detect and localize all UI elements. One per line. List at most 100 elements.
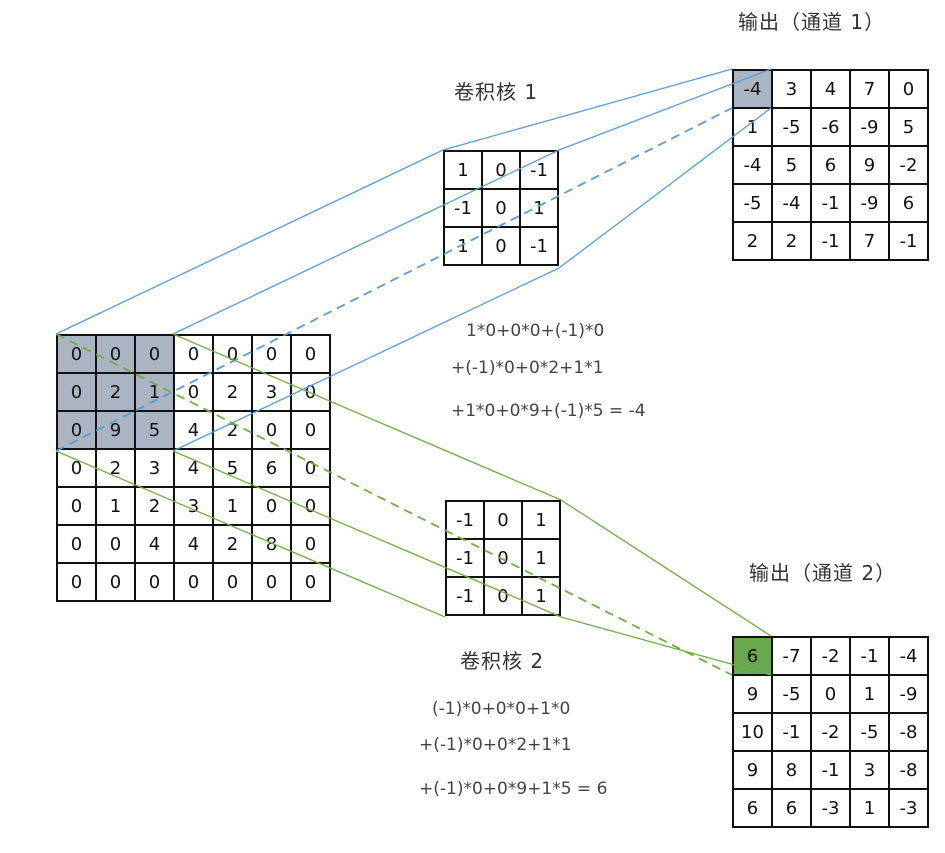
input-cell: 0 — [97, 526, 136, 564]
output1-cell: -9 — [851, 109, 890, 147]
output1-cell: -6 — [812, 109, 851, 147]
input-cell: 3 — [253, 374, 292, 412]
kernel1-cell: -1 — [521, 228, 559, 266]
kernel2-cell: 0 — [485, 540, 523, 578]
projection-line — [55, 149, 444, 335]
output2-cell: 3 — [851, 752, 890, 790]
output1-cell: -5 — [734, 185, 773, 223]
kernel1-cell: -1 — [521, 152, 559, 190]
output1-cell: 9 — [851, 147, 890, 185]
input-cell: 0 — [175, 336, 214, 374]
kernel2-cell: 0 — [485, 578, 523, 616]
kernel2-cell: 1 — [523, 578, 561, 616]
kernel1-cell: 1 — [445, 152, 483, 190]
input-cell: 0 — [58, 412, 97, 450]
kernel2-cell: 1 — [523, 540, 561, 578]
kernel1-cell: -1 — [445, 190, 483, 228]
input-cell: 3 — [136, 450, 175, 488]
input-cell: 0 — [292, 412, 331, 450]
input-cell: 0 — [58, 564, 97, 602]
input-cell: 9 — [97, 412, 136, 450]
output1-cell: 7 — [851, 223, 890, 261]
output1-cell: -4 — [734, 71, 773, 109]
output1-cell: -5 — [773, 109, 812, 147]
output1-cell: 5 — [773, 147, 812, 185]
kernel2-cell: -1 — [447, 502, 485, 540]
output2-cell: 6 — [734, 790, 773, 828]
output2-cell: 0 — [812, 676, 851, 714]
kernel1-cell: 1 — [445, 228, 483, 266]
output2-cell: -1 — [773, 714, 812, 752]
input-cell: 0 — [292, 488, 331, 526]
output1-label: 输出（通道 1） — [738, 10, 886, 34]
input-cell: 0 — [97, 336, 136, 374]
input-cell: 0 — [253, 412, 292, 450]
input-cell: 2 — [214, 526, 253, 564]
output2-cell: 1 — [851, 676, 890, 714]
kernel1-label: 卷积核 1 — [454, 80, 539, 104]
output1-cell: -1 — [890, 223, 929, 261]
output2-cell: -7 — [773, 638, 812, 676]
output1-cell: -4 — [734, 147, 773, 185]
output2-cell: -3 — [890, 790, 929, 828]
formula1-line3: +1*0+0*9+(-1)*5 = -4 — [451, 401, 646, 421]
output2-cell: -4 — [890, 638, 929, 676]
formula1-line1: 1*0+0*0+(-1)*0 — [466, 321, 605, 341]
input-cell: 5 — [214, 450, 253, 488]
input-cell: 4 — [175, 412, 214, 450]
output2-cell: 8 — [773, 752, 812, 790]
output2-cell: -5 — [851, 714, 890, 752]
input-cell: 0 — [136, 336, 175, 374]
input-cell: 2 — [214, 374, 253, 412]
output2-cell: -3 — [812, 790, 851, 828]
output2-label: 输出（通道 2） — [749, 561, 897, 585]
output2-cell: -8 — [890, 714, 929, 752]
input-cell: 0 — [58, 374, 97, 412]
input-cell: 0 — [292, 564, 331, 602]
input-cell: 1 — [97, 488, 136, 526]
input-cell: 4 — [136, 526, 175, 564]
kernel1-cell: 0 — [483, 228, 521, 266]
input-cell: 0 — [214, 564, 253, 602]
output2-cell: -5 — [773, 676, 812, 714]
output1-cell: 6 — [890, 185, 929, 223]
input-cell: 2 — [136, 488, 175, 526]
output2-cell: 1 — [851, 790, 890, 828]
output1-cell: -1 — [812, 223, 851, 261]
formula2-line1: (-1)*0+0*0+1*0 — [432, 699, 571, 719]
kernel2-cell: -1 — [447, 578, 485, 616]
input-cell: 0 — [175, 564, 214, 602]
output2-cell: 9 — [734, 676, 773, 714]
output2-cell: -2 — [812, 638, 851, 676]
output1-cell: -2 — [890, 147, 929, 185]
input-cell: 0 — [58, 488, 97, 526]
formula2-line2: +(-1)*0+0*2+1*1 — [419, 735, 572, 755]
input-cell: 0 — [97, 564, 136, 602]
output1-cell: 2 — [773, 223, 812, 261]
input-cell: 0 — [292, 374, 331, 412]
input-cell: 2 — [97, 374, 136, 412]
output1-cell: -9 — [851, 185, 890, 223]
formula1-line2: +(-1)*0+0*2+1*1 — [451, 358, 604, 378]
output1-cell: 1 — [734, 109, 773, 147]
input-cell: 1 — [136, 374, 175, 412]
output2-cell: -2 — [812, 714, 851, 752]
input-cell: 0 — [58, 450, 97, 488]
input-cell: 0 — [292, 526, 331, 564]
output2-cell: 10 — [734, 714, 773, 752]
output2-cell: 6 — [773, 790, 812, 828]
input-cell: 4 — [175, 450, 214, 488]
kernel1-cell: 0 — [483, 190, 521, 228]
output1-cell: 6 — [812, 147, 851, 185]
input-cell: 0 — [292, 336, 331, 374]
output1-cell: 0 — [890, 71, 929, 109]
input-cell: 3 — [175, 488, 214, 526]
output1-cell: -4 — [773, 185, 812, 223]
kernel1-cell: 0 — [483, 152, 521, 190]
input-cell: 0 — [175, 374, 214, 412]
output1-cell: 3 — [773, 71, 812, 109]
input-cell: 5 — [136, 412, 175, 450]
